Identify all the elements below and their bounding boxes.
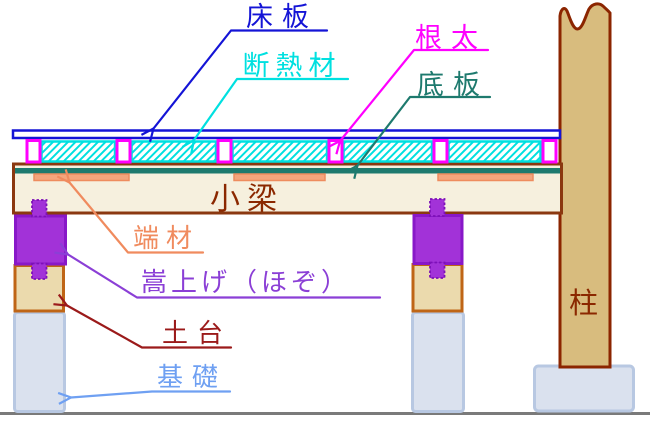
tenon-bottom-left bbox=[31, 262, 48, 280]
label-joist: 根太 bbox=[415, 23, 487, 54]
insulation-block bbox=[40, 140, 117, 163]
leader-sill bbox=[67, 306, 233, 349]
label-beam: 小梁 bbox=[210, 182, 284, 217]
joist bbox=[327, 139, 344, 164]
leader-insulation bbox=[194, 77, 350, 140]
leader-bottom-board bbox=[358, 95, 492, 166]
raising-block-left bbox=[14, 214, 67, 266]
insulation-block bbox=[342, 140, 434, 163]
joist bbox=[432, 139, 449, 164]
scrap-strip-right bbox=[437, 173, 534, 182]
leader-joist bbox=[340, 48, 490, 141]
scrap-strip-left bbox=[33, 173, 130, 182]
tenon-top-left bbox=[31, 199, 48, 218]
insulation-block bbox=[447, 140, 542, 163]
bottom-board bbox=[15, 168, 560, 174]
label-pillar: 柱 bbox=[569, 286, 598, 320]
label-foundation: 基礎 bbox=[157, 363, 227, 393]
label-sill: 土台 bbox=[162, 319, 232, 349]
label-raising: 嵩上げ（ほぞ） bbox=[141, 268, 351, 298]
joist bbox=[25, 139, 42, 164]
insulation-block bbox=[231, 140, 329, 163]
joist bbox=[115, 139, 132, 164]
foundation-block-left bbox=[13, 311, 66, 413]
leader-foundation bbox=[71, 390, 232, 398]
raising-block-middle bbox=[412, 214, 464, 265]
scrap-strip-middle bbox=[233, 173, 326, 182]
label-floor-board: 床板 bbox=[246, 2, 318, 33]
insulation-block bbox=[130, 140, 218, 163]
label-scrap: 端材 bbox=[133, 224, 199, 254]
tenon-top-middle bbox=[429, 198, 446, 217]
tenon-bottom-middle bbox=[429, 261, 446, 279]
pillar-footing bbox=[533, 364, 635, 413]
joist bbox=[541, 139, 558, 164]
label-bottom-board: 底板 bbox=[417, 70, 489, 101]
leader-floor-board bbox=[154, 29, 329, 129]
leader-raising bbox=[68, 255, 382, 299]
leader-scrap bbox=[70, 183, 205, 254]
joist bbox=[216, 139, 233, 164]
label-insulation: 断熱材 bbox=[243, 51, 342, 82]
floor-board bbox=[11, 129, 562, 140]
foundation-block-middle bbox=[411, 311, 465, 413]
pillar bbox=[558, 2, 612, 369]
